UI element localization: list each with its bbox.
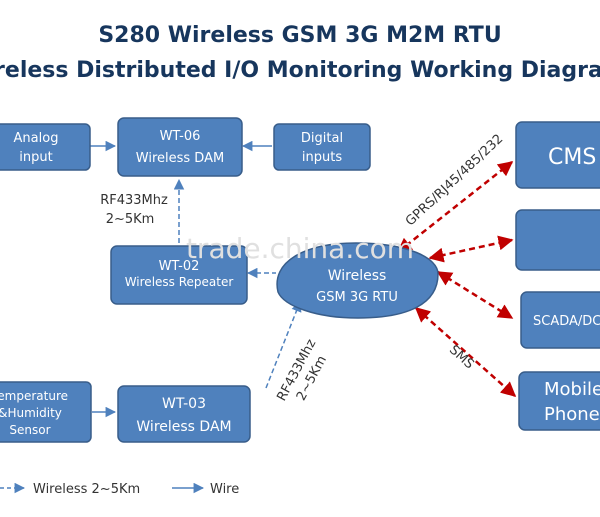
node-analog-input-label-2: input: [19, 150, 52, 165]
sms-label: SMS: [446, 343, 477, 373]
node-digital-inputs: Digital inputs: [273, 123, 371, 171]
rf-top-label-2: 2~5Km: [106, 212, 155, 227]
node-cms: CMS: [515, 121, 600, 189]
node-analog-input: Analog input: [0, 123, 91, 171]
link-rtu-to-cms: [396, 161, 514, 253]
node-digital-inputs-label-2: inputs: [302, 150, 342, 165]
node-temperature-sensor-label-1: Temperature: [0, 389, 68, 403]
gprs-label: GPRS/RJ45/485/232: [403, 132, 506, 230]
link-rtu-to-scada: [436, 270, 514, 320]
title-line-1: S280 Wireless GSM 3G M2M RTU: [98, 23, 501, 48]
node-rtu-label-2: GSM 3G RTU: [316, 290, 398, 305]
node-digital-inputs-label-1: Digital: [301, 131, 343, 146]
node-scada: SCADA/DCS: [520, 291, 600, 349]
node-rtu: Wireless GSM 3G RTU: [276, 242, 439, 319]
node-wt03-label-1: WT-03: [162, 396, 206, 412]
node-mobile-phone-label-1: Mobile: [544, 379, 600, 400]
node-wt02: WT-02 Wireless Repeater: [110, 245, 248, 305]
node-wt03: WT-03 Wireless DAM: [117, 385, 251, 443]
node-cms-label: CMS: [548, 145, 596, 170]
node-wt03-label-2: Wireless DAM: [136, 419, 231, 435]
node-server: [515, 209, 600, 271]
node-mobile-phone: Mobile Phone: [518, 371, 600, 431]
link-rtu-to-mobile: [414, 307, 517, 397]
node-wt02-label-1: WT-02: [159, 259, 200, 274]
node-mobile-phone-label-2: Phone: [544, 404, 600, 425]
rf-bottom-label-group: RF433Mhz 2~5Km: [274, 337, 330, 404]
title-line-2: Wireless Distributed I/O Monitoring Work…: [0, 58, 600, 83]
watermark-text: trade.china.com: [186, 232, 414, 265]
node-wt06-label-2: Wireless DAM: [136, 151, 224, 166]
node-temperature-sensor-label-3: Sensor: [9, 423, 50, 437]
legend-wireless-label: Wireless 2~5Km: [33, 482, 140, 497]
rf-top-label-1: RF433Mhz: [100, 193, 168, 208]
node-scada-label: SCADA/DCS: [533, 314, 600, 329]
legend-wire-label: Wire: [210, 482, 239, 497]
node-wt06-label-1: WT-06: [160, 129, 201, 144]
node-wt02-label-2: Wireless Repeater: [125, 275, 234, 289]
node-wt06: WT-06 Wireless DAM: [117, 117, 243, 177]
node-analog-input-label-1: Analog: [14, 131, 59, 146]
node-rtu-label-1: Wireless: [328, 268, 387, 284]
node-temperature-sensor: Temperature &Humidity Sensor: [0, 381, 92, 443]
node-temperature-sensor-label-2: &Humidity: [0, 406, 62, 420]
link-rtu-to-server: [428, 235, 514, 263]
